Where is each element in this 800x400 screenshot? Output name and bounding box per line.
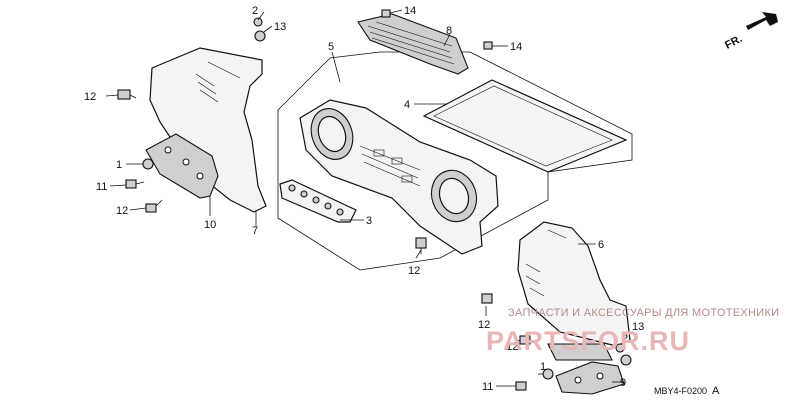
callout-3: 3 bbox=[366, 215, 372, 227]
callout-5: 5 bbox=[328, 41, 334, 53]
filter-sheet-part bbox=[422, 79, 628, 173]
watermark-tagline: ЗАПЧАСТИ И АКСЕССУАРЫ ДЛЯ МОТОТЕХНИКИ bbox=[508, 307, 779, 319]
callout-12: 12 bbox=[506, 341, 518, 353]
drawing-revision: A bbox=[712, 385, 720, 397]
bolt-12-r1 bbox=[481, 293, 493, 304]
callout-7: 7 bbox=[252, 225, 258, 237]
nut-13-top bbox=[254, 30, 266, 42]
indicator-strip-part bbox=[279, 179, 357, 223]
callout-9: 9 bbox=[620, 377, 626, 389]
drawing-code-text: MBY4-F0200 bbox=[654, 386, 707, 396]
callout-4: 4 bbox=[404, 99, 410, 111]
callout-labels: 2 13 14 8 14 5 4 12 1 11 12 10 7 3 12 6 … bbox=[84, 5, 644, 393]
bolt-11-left bbox=[125, 179, 145, 189]
bolt-11-right bbox=[515, 381, 527, 391]
callout-14: 14 bbox=[404, 5, 416, 17]
screw-14-b bbox=[483, 41, 493, 50]
right-cover-part bbox=[517, 221, 631, 347]
right-stay-part bbox=[547, 343, 613, 361]
callout-11: 11 bbox=[96, 181, 107, 193]
callout-10: 10 bbox=[204, 219, 216, 231]
bolt-12-mid bbox=[415, 237, 427, 254]
callout-12: 12 bbox=[478, 319, 490, 331]
watermark: ЗАПЧАСТИ И АКСЕССУАРЫ ДЛЯ МОТОТЕХНИКИ PA… bbox=[486, 307, 779, 356]
meter-panel-part bbox=[299, 99, 499, 255]
callout-6: 6 bbox=[598, 239, 604, 251]
callout-14: 14 bbox=[510, 41, 522, 53]
vent-grille-part bbox=[357, 13, 469, 75]
nut-13-right bbox=[620, 354, 632, 366]
callout-2: 2 bbox=[622, 333, 628, 345]
callout-12: 12 bbox=[116, 205, 128, 217]
leader-lines bbox=[105, 9, 624, 387]
callout-1: 1 bbox=[540, 361, 546, 373]
callout-2: 2 bbox=[252, 5, 258, 17]
callout-1: 1 bbox=[116, 159, 122, 171]
callout-8: 8 bbox=[446, 25, 452, 37]
callout-12: 12 bbox=[408, 265, 420, 277]
watermark-brand: PARTSFOR.RU bbox=[486, 326, 690, 356]
callout-13: 13 bbox=[632, 321, 644, 333]
drawing-code: MBY4-F0200 A bbox=[654, 385, 720, 397]
callout-13: 13 bbox=[274, 21, 286, 33]
callout-12: 12 bbox=[84, 91, 96, 103]
callout-11: 11 bbox=[482, 381, 493, 393]
nut-2-top bbox=[253, 17, 263, 27]
front-direction-arrow: FR. bbox=[723, 12, 778, 52]
screw-14-a bbox=[381, 9, 391, 18]
grommet-1-left bbox=[142, 158, 154, 170]
nut-2-right bbox=[615, 343, 625, 353]
bolt-12-left bbox=[145, 199, 163, 213]
left-bracket-part bbox=[145, 133, 219, 199]
bolt-12-top bbox=[117, 89, 137, 100]
right-bracket-part bbox=[555, 361, 625, 395]
direction-label: FR. bbox=[723, 33, 744, 52]
